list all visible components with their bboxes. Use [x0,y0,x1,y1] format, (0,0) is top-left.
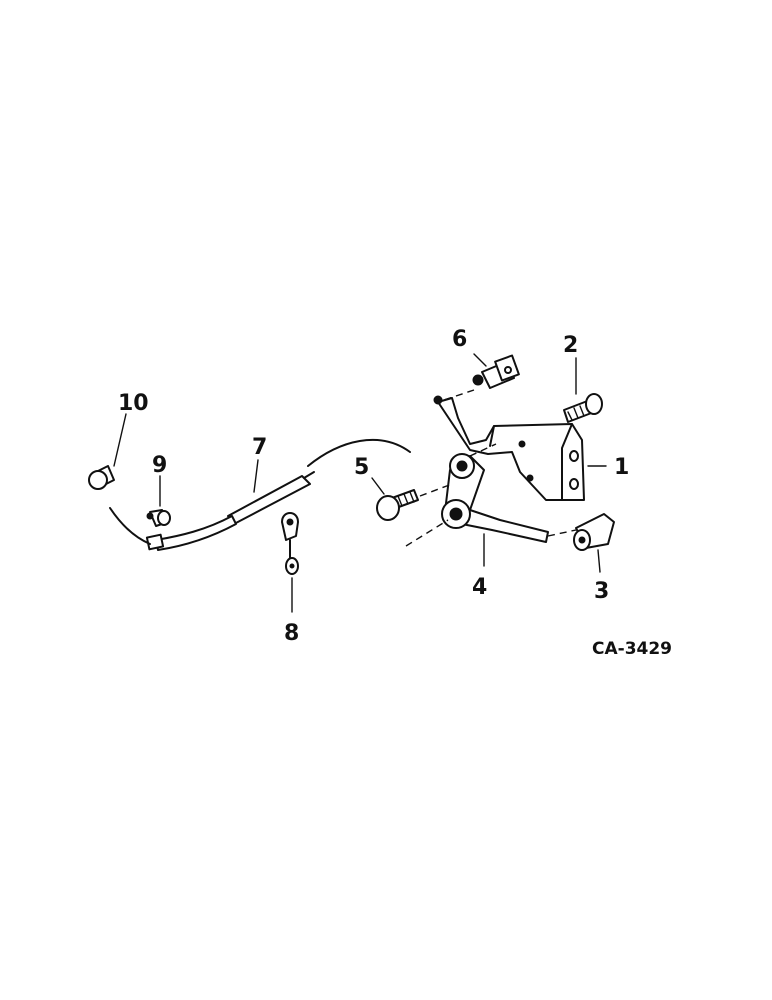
clevis-part-6 [443,353,520,401]
knob-part-3 [573,513,615,573]
assembly-lines [405,443,577,547]
figure-code: CA-3429 [592,639,672,659]
cap-part-10 [88,413,127,490]
callout-9: 9 [152,453,167,478]
cable-part-7 [109,438,411,551]
swivel-part-9 [146,475,171,527]
callout-6: 6 [452,327,467,352]
bolt-part-2 [563,357,603,423]
callout-7: 7 [252,435,267,460]
lever-part-4 [441,453,549,567]
callout-labels: 1 2 3 4 5 6 7 8 9 10 CA-3429 [118,327,672,659]
callout-2: 2 [563,333,578,358]
pivot-bolt-part-5 [371,477,419,521]
clip-part-8 [281,512,299,613]
callout-1: 1 [614,455,629,480]
callout-8: 8 [284,621,299,646]
callout-10: 10 [118,391,149,416]
callout-3: 3 [594,579,609,604]
bracket-part-1 [433,395,607,501]
callout-4: 4 [472,575,487,600]
callout-5: 5 [354,455,369,480]
